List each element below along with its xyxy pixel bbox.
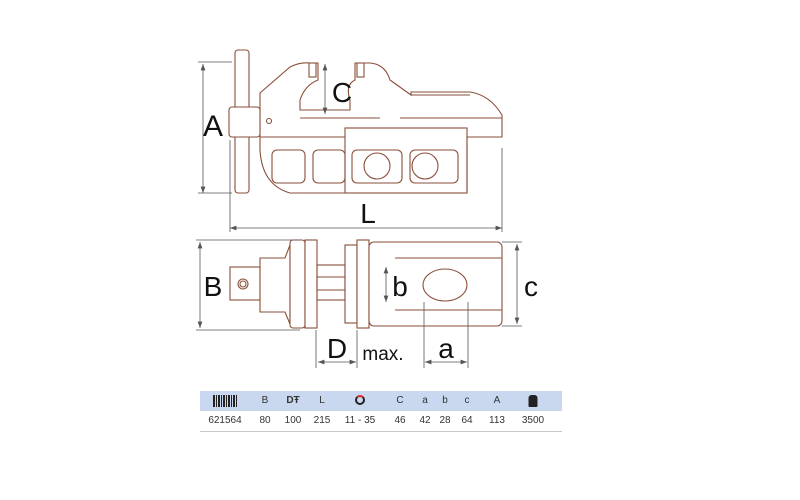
dim-label-C: C [332,77,352,108]
spec-table: B DŦ L C a b c A 621564 80 100 215 11 - … [200,391,562,432]
dim-label-A: A [203,110,223,143]
value-L: 215 [313,415,331,426]
header-c: c [464,395,470,406]
weight-icon [528,395,538,407]
side-view: A C L [198,49,503,232]
value-code: 621564 [208,415,242,426]
handle-hub [228,106,261,138]
header-C: C [396,395,404,406]
dim-label-max: max. [362,344,403,365]
header-b: b [442,395,448,406]
top-view: B b c D max. a [196,239,538,368]
value-c: 64 [461,415,473,426]
dim-label-b: b [392,271,408,302]
value-B: 80 [259,415,271,426]
ring-size-icon [355,395,365,405]
value-weight: 3500 [521,415,545,426]
header-L: L [319,395,325,406]
technical-drawing: A C L B b c D max. a [196,49,538,368]
header-a: a [422,395,428,406]
table-header-row: B DŦ L C a b c A [200,391,562,411]
dim-label-D: D [327,333,347,364]
value-C: 46 [394,415,406,426]
barcode-icon [213,395,237,407]
value-b: 28 [439,415,451,426]
table-row: 621564 80 100 215 11 - 35 46 42 28 64 11… [200,411,562,432]
dim-label-a: a [438,333,454,364]
header-B: B [261,395,269,406]
header-A: A [493,395,501,406]
value-a: 42 [419,415,431,426]
value-ring: 11 - 35 [344,415,376,426]
value-D: 100 [284,415,302,426]
dim-label-B: B [204,271,223,302]
header-D: DŦ [286,395,300,406]
dim-label-c: c [524,271,538,302]
value-A: 113 [489,415,505,426]
dim-label-L: L [360,198,376,229]
